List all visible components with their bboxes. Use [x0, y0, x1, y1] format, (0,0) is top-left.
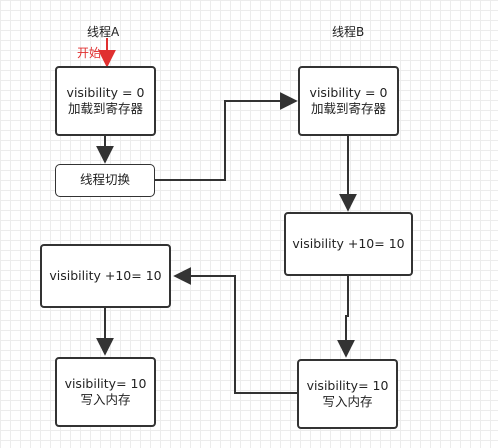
arrow-b3-to-a2	[173, 267, 297, 394]
start-label: 开始	[77, 46, 102, 60]
box-b3-line1: visibility= 10	[306, 377, 389, 393]
box-a2-line1: visibility +10= 10	[49, 267, 162, 283]
box-a2-add: visibility +10= 10	[40, 244, 171, 308]
thread-a-header: 线程A	[87, 25, 120, 39]
box-b3-line2: 写入内存	[322, 394, 373, 409]
box-a1-line2: 加载到寄存器	[67, 101, 143, 116]
box-a3-write: visibility= 10 写入内存	[55, 357, 156, 427]
box-switch-line1: 线程切换	[79, 172, 130, 188]
box-b1-load: visibility = 0 加载到寄存器	[298, 66, 399, 136]
arrow-b2-to-b3	[337, 276, 355, 358]
box-b1-line2: 加载到寄存器	[310, 101, 386, 116]
box-b3-write: visibility= 10 写入内存	[297, 359, 398, 429]
box-b2-add: visibility +10= 10	[284, 212, 413, 276]
box-thread-switch: 线程切换	[55, 164, 155, 197]
box-a1-load: visibility = 0 加载到寄存器	[55, 66, 156, 136]
box-b2-line1: visibility +10= 10	[292, 235, 405, 251]
thread-b-header: 线程B	[332, 25, 365, 39]
box-b1-line1: visibility = 0	[309, 84, 388, 100]
box-a3-line2: 写入内存	[80, 392, 131, 407]
box-a3-line1: visibility= 10	[64, 375, 147, 391]
arrow-switch-to-b1	[155, 92, 298, 181]
box-a1-line1: visibility = 0	[66, 84, 145, 100]
